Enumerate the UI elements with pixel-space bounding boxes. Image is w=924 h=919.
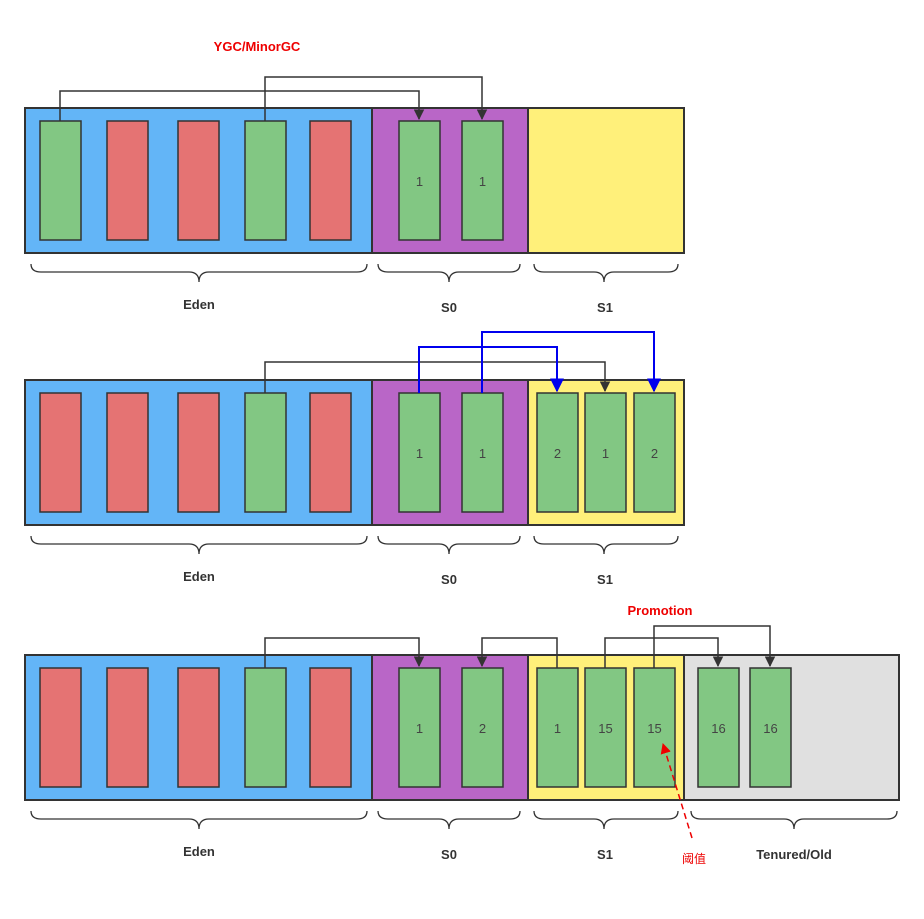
eden-object-dead (39, 392, 82, 513)
s1-object-age: 1 (554, 721, 561, 736)
s0-label: S0 (441, 300, 457, 315)
row-2: 1 1 2 1 2 Eden S0 S1 (24, 331, 685, 587)
row-1: 1 1 Eden S0 S1 (24, 76, 685, 315)
copy-arrow (264, 361, 611, 393)
eden-object-dead (309, 667, 352, 788)
s1-object (536, 392, 579, 513)
promotion-arrow (653, 625, 776, 668)
s1-brace (533, 810, 679, 830)
s1-label: S1 (597, 572, 613, 587)
s1-label: S1 (597, 300, 613, 315)
eden-label: Eden (183, 297, 215, 312)
promotion-label: Promotion (628, 603, 693, 618)
eden-object-dead (309, 120, 352, 241)
s0-object-age: 1 (416, 446, 423, 461)
eden-object-live (244, 120, 287, 241)
s1-object-age: 1 (602, 446, 609, 461)
eden-brace (30, 810, 368, 830)
eden-label: Eden (183, 844, 215, 859)
s0-brace (377, 535, 521, 555)
copy-arrow (264, 637, 425, 668)
s1-object-age: 15 (647, 721, 661, 736)
s1-object (584, 667, 627, 788)
s1-object-age: 2 (651, 446, 658, 461)
survivor-copy-arrow (418, 346, 564, 393)
eden-object-dead (309, 392, 352, 513)
s1-brace (533, 263, 679, 283)
eden-object-dead (39, 667, 82, 788)
s1-object (633, 392, 676, 513)
eden-brace (30, 535, 368, 555)
eden-label: Eden (183, 569, 215, 584)
s0-brace (377, 263, 521, 283)
eden-object-dead (106, 120, 149, 241)
promotion-arrow (604, 637, 724, 668)
eden-brace (30, 263, 368, 283)
s0-region (371, 654, 529, 801)
threshold-arrow (660, 742, 693, 839)
s0-object-age: 1 (479, 174, 486, 189)
survivor-copy-arrow (481, 331, 661, 393)
old-object (697, 667, 740, 788)
s0-object (398, 392, 441, 513)
s0-object-age: 1 (416, 721, 423, 736)
s0-object (398, 120, 441, 241)
eden-object-dead (177, 392, 220, 513)
old-object-age: 16 (763, 721, 777, 736)
s0-object-age: 1 (416, 174, 423, 189)
eden-object-live (244, 392, 287, 513)
s0-object (461, 392, 504, 513)
s0-region (371, 379, 529, 526)
s1-brace (533, 535, 679, 555)
copy-arrow (59, 90, 425, 121)
eden-object-dead (177, 120, 220, 241)
s1-label: S1 (597, 847, 613, 862)
eden-object-dead (106, 392, 149, 513)
s0-label: S0 (441, 572, 457, 587)
old-object-age: 16 (711, 721, 725, 736)
s1-object-age: 15 (598, 721, 612, 736)
s0-object (461, 120, 504, 241)
s1-object-age: 2 (554, 446, 561, 461)
s0-brace (377, 810, 521, 830)
s0-object (461, 667, 504, 788)
s1-region (527, 107, 685, 254)
row-3: Promotion 1 2 1 15 15 16 16 阈值 (24, 603, 900, 866)
old-brace (690, 810, 898, 830)
s1-object (633, 667, 676, 788)
s0-object (398, 667, 441, 788)
copy-arrow (264, 76, 488, 121)
title-ygc-minorgc: YGC/MinorGC (214, 39, 301, 54)
eden-object-dead (177, 667, 220, 788)
threshold-label: 阈值 (682, 851, 706, 866)
eden-object-live (244, 667, 287, 788)
copy-arrow (476, 637, 558, 668)
s0-object-age: 2 (479, 721, 486, 736)
old-object (749, 667, 792, 788)
s0-label: S0 (441, 847, 457, 862)
s0-object-age: 1 (479, 446, 486, 461)
eden-object-live (39, 120, 82, 241)
eden-object-dead (106, 667, 149, 788)
s0-region (371, 107, 529, 254)
old-label: Tenured/Old (756, 847, 832, 862)
s1-object (536, 667, 579, 788)
s1-object (584, 392, 627, 513)
